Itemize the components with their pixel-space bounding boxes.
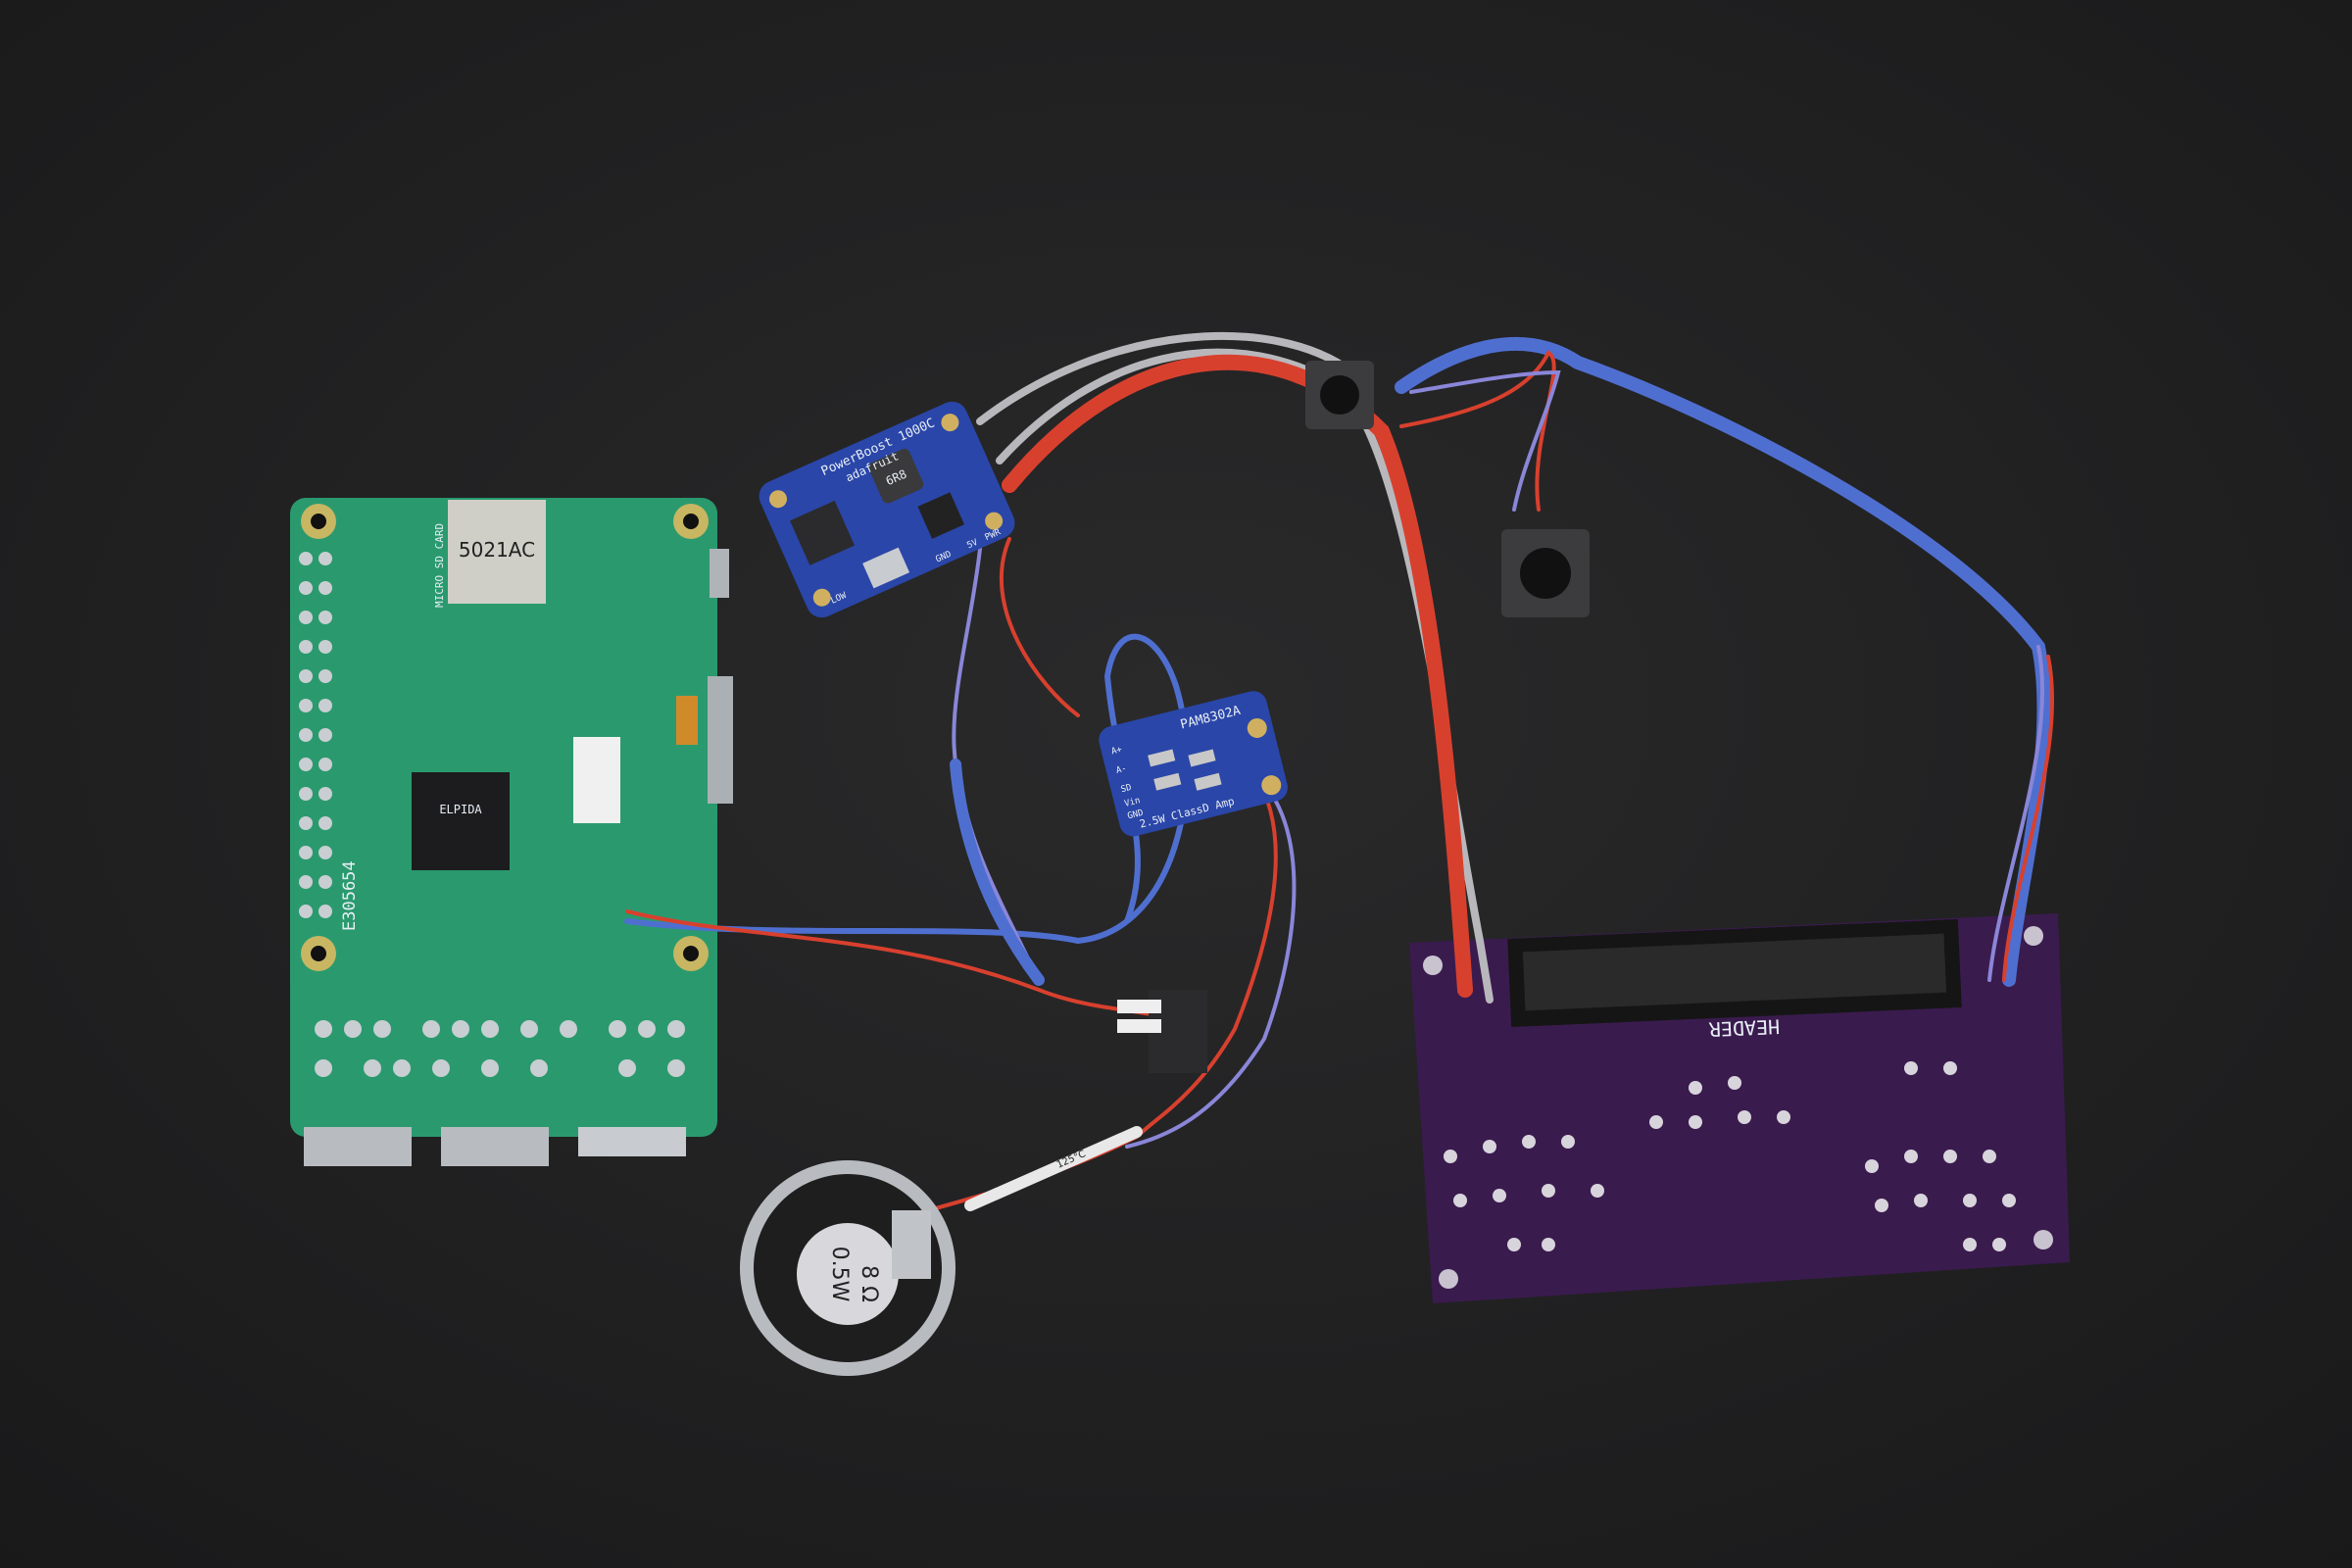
side-connector	[708, 676, 733, 804]
sd-card-label: MICRO SD CARD	[433, 523, 446, 608]
ram-chip-label: ELPIDA	[439, 803, 482, 816]
slide-switch	[1117, 990, 1207, 1073]
sd-slot-marking: 5021AC	[459, 538, 535, 562]
speaker: 8 Ω 0.5W	[740, 1160, 956, 1376]
speaker-impedance: 8 Ω	[857, 1265, 881, 1302]
qr-label	[573, 737, 620, 823]
board-id-label: E305654	[340, 860, 360, 931]
gray-wire	[976, 332, 1356, 425]
header-board: HEADER	[1409, 913, 2070, 1303]
pin-label: GND	[1127, 808, 1145, 822]
micro-usb-port	[862, 547, 910, 589]
ic-chip	[917, 492, 965, 539]
push-button	[1305, 361, 1374, 429]
usb-port	[441, 1127, 549, 1166]
micro-sd-slot	[448, 500, 546, 604]
hdmi-port	[578, 1127, 686, 1156]
speaker-power: 0.5W	[827, 1247, 852, 1302]
powerboost-board: 6R8 PowerBoost 1000C adafruit LOW GND 5V…	[759, 401, 1015, 618]
inductor	[868, 448, 924, 504]
red-heatshrink-wire	[1002, 354, 1473, 998]
pin-label: SD	[1120, 783, 1133, 795]
pin-label: 5V	[965, 538, 979, 552]
header-label: HEADER	[1707, 1014, 1780, 1041]
usb-port	[304, 1127, 412, 1166]
pin-label: Vin	[1123, 796, 1141, 809]
speaker-wire-sleeve	[964, 1126, 1143, 1211]
push-button	[1501, 529, 1590, 617]
battery-connector	[790, 500, 856, 565]
raspberry-pi-board: 5021AC MICRO SD CARD ELPIDA E305654	[290, 498, 733, 1166]
pin-label: A-	[1115, 764, 1128, 776]
pin-label: A+	[1110, 745, 1123, 757]
gpio-pin-row	[299, 552, 332, 918]
soc-chip	[412, 772, 510, 870]
